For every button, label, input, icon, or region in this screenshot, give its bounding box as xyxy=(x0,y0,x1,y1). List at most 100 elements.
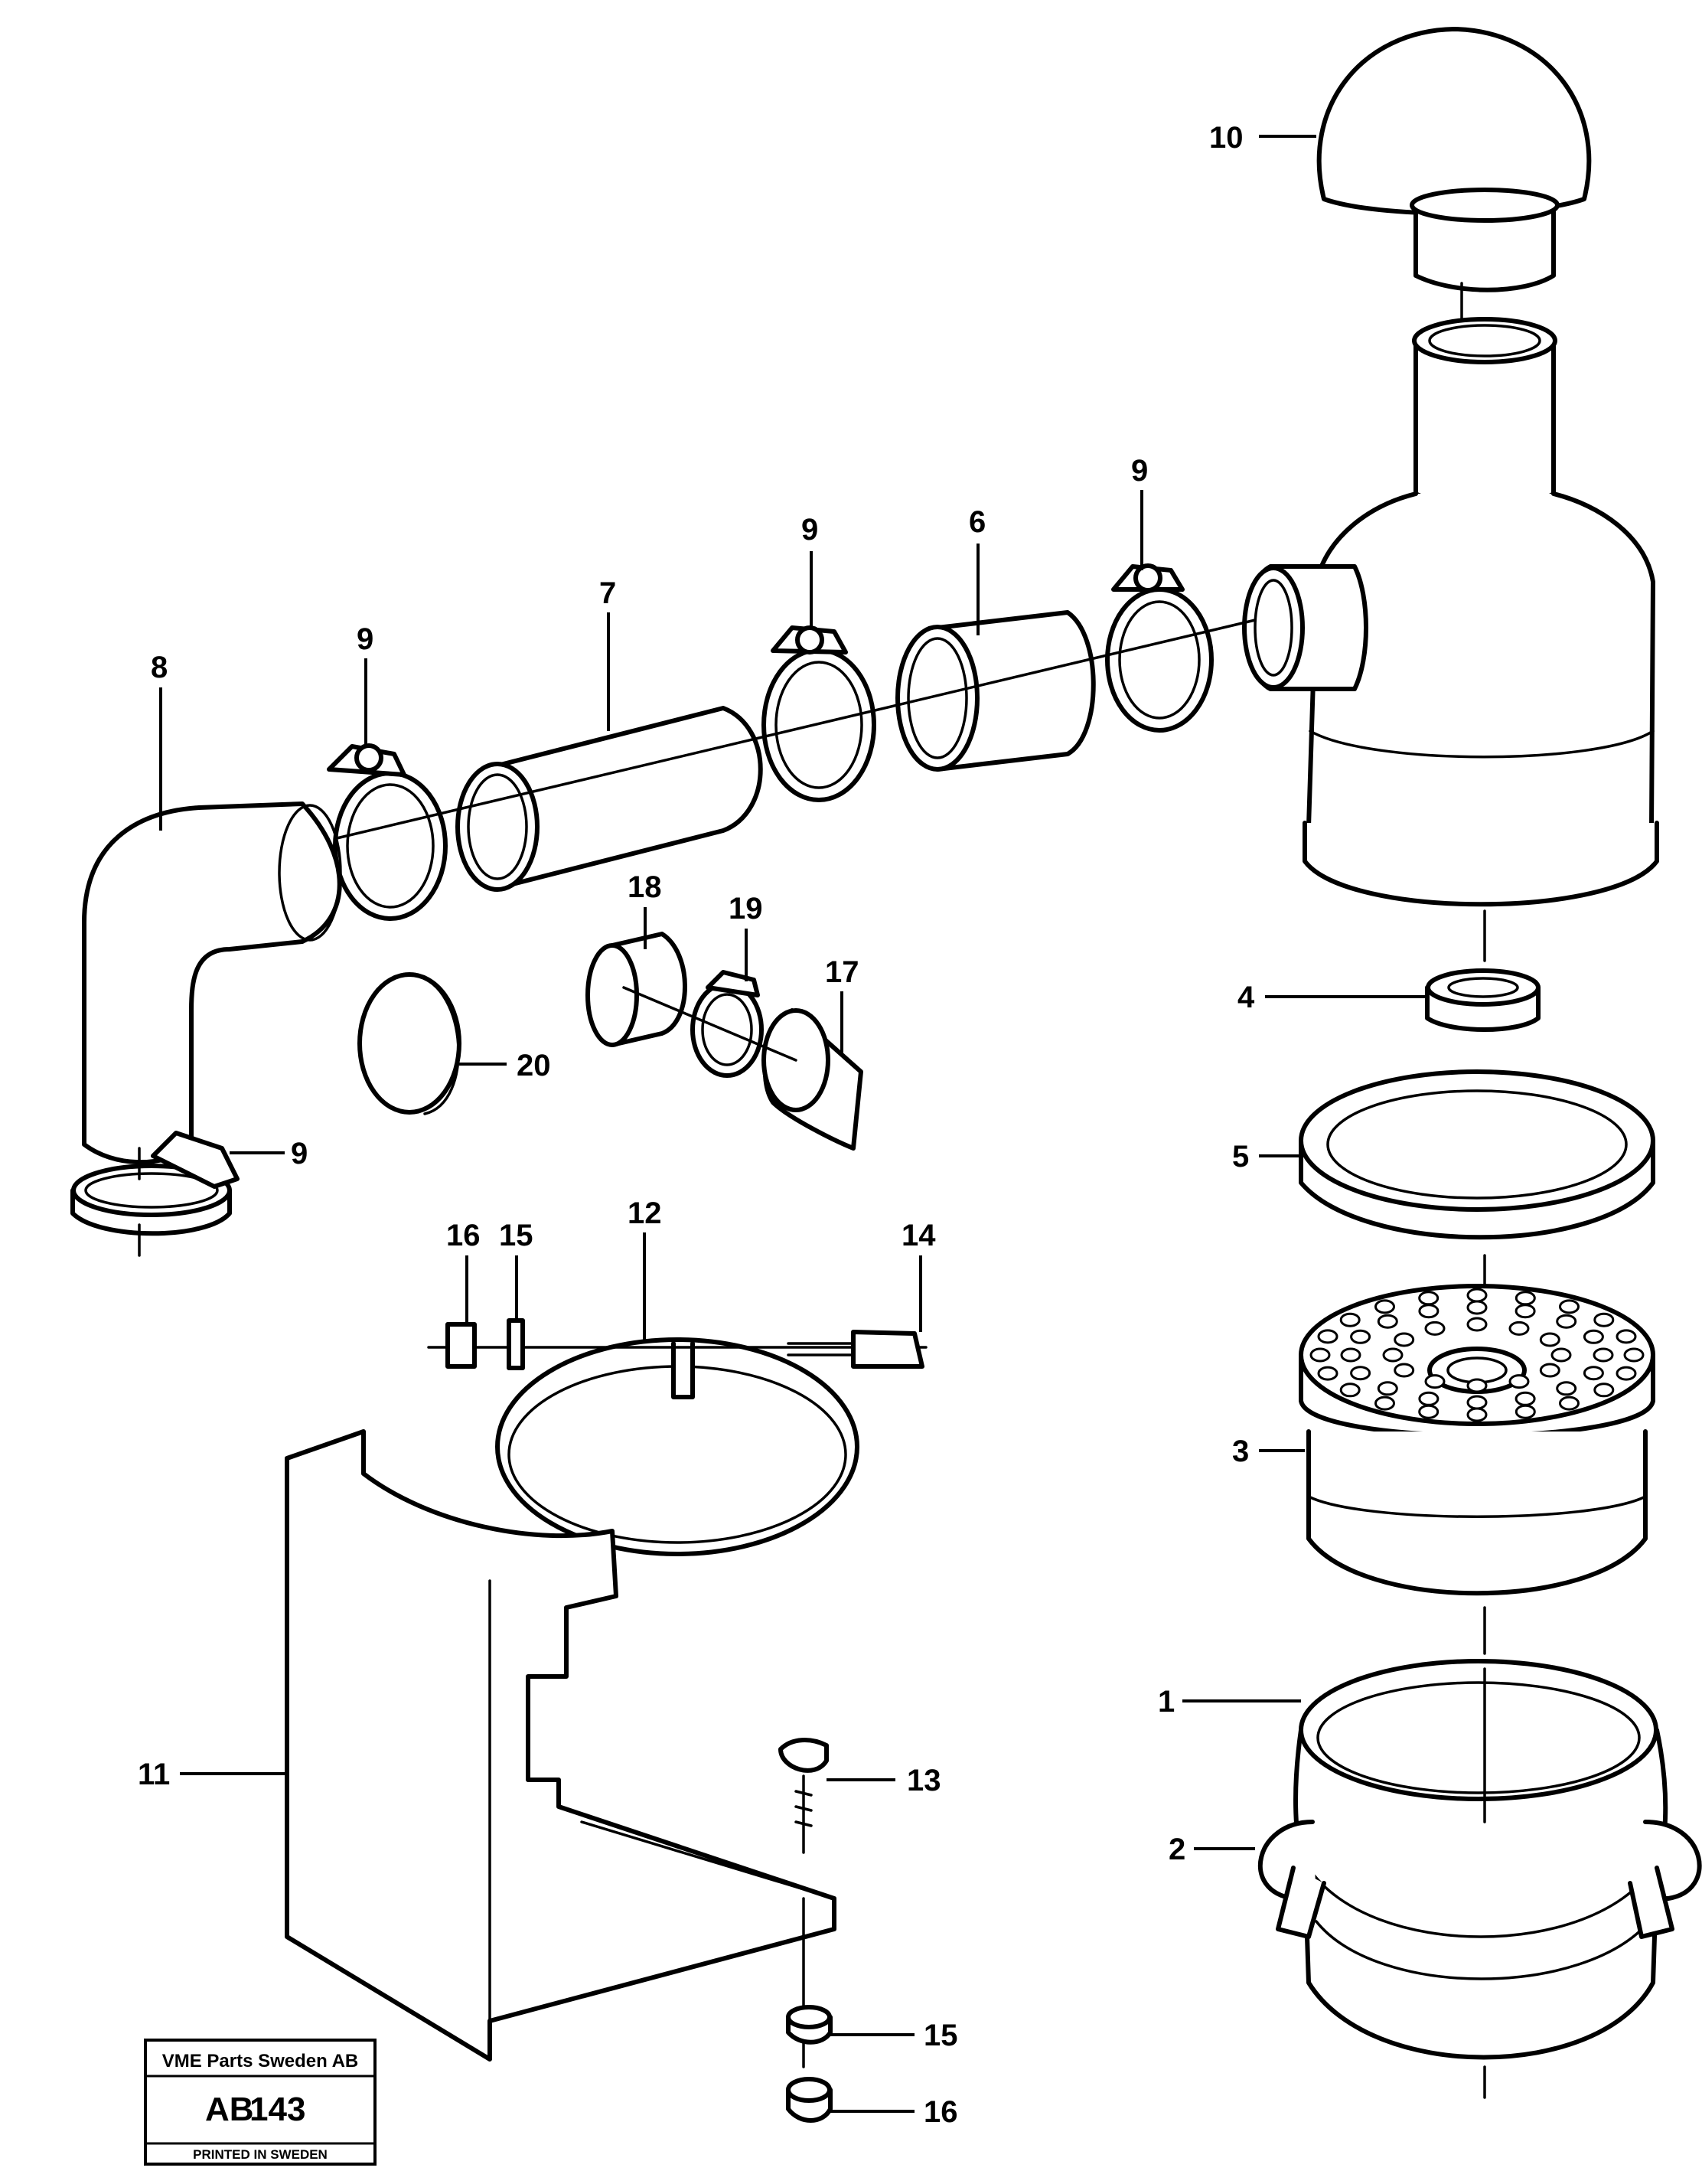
filter-hole xyxy=(1508,1374,1530,1389)
callout-14: 14 xyxy=(902,1219,936,1252)
leader-lines xyxy=(159,135,1427,2113)
filter-hole xyxy=(1309,1347,1331,1363)
callout-15-bottom: 15 xyxy=(924,2019,958,2052)
filter-hole xyxy=(1340,1347,1361,1363)
filter-hole xyxy=(1374,1396,1395,1411)
filter-hole xyxy=(1559,1299,1580,1314)
bracket-part-11 xyxy=(285,1429,836,2062)
filter-hole xyxy=(1559,1396,1580,1411)
filter-hole xyxy=(1556,1314,1577,1329)
filter-hole xyxy=(1583,1366,1604,1381)
callout-19: 19 xyxy=(729,892,763,926)
seal-ring-part-4 xyxy=(1425,968,1541,1032)
hose-part-6 xyxy=(895,610,1096,772)
filter-hole xyxy=(1418,1291,1440,1306)
filter-hole xyxy=(1508,1321,1530,1336)
callout-8: 8 xyxy=(151,651,168,684)
filter-hole xyxy=(1350,1366,1371,1381)
filter-holes xyxy=(1309,1288,1645,1422)
filter-hole xyxy=(1550,1347,1572,1363)
stamp-code-prefix: AB xyxy=(205,2091,254,2128)
filter-hole xyxy=(1515,1404,1536,1419)
filter-hole xyxy=(1418,1304,1440,1319)
filter-hole xyxy=(1466,1317,1488,1332)
hose-clamp-part-9-right xyxy=(1105,563,1214,733)
filter-hole xyxy=(1317,1329,1338,1344)
elbow-hose-part-8 xyxy=(82,801,342,1165)
filter-hole xyxy=(1583,1329,1604,1344)
stamp-footer: PRINTED IN SWEDEN xyxy=(193,2147,328,2162)
screw-part-14 xyxy=(787,1330,924,1369)
callout-11: 11 xyxy=(138,1758,170,1791)
filter-hole xyxy=(1466,1288,1488,1303)
filter-hole xyxy=(1424,1321,1446,1336)
rain-cap-part-10 xyxy=(1316,27,1592,323)
filter-hole xyxy=(1382,1347,1404,1363)
callout-18: 18 xyxy=(628,870,662,904)
band-clamp-part-12 xyxy=(427,1337,928,1556)
stamp-company: VME Parts Sweden AB xyxy=(162,2051,359,2071)
hose-clamp-part-9-bottom xyxy=(70,1131,240,1257)
filter-hole xyxy=(1418,1404,1440,1419)
washer-part-15-top xyxy=(507,1318,525,1370)
filter-hole xyxy=(1317,1366,1338,1381)
publisher-stamp: VME Parts Sweden AB AB 143 PRINTED IN SW… xyxy=(144,2039,377,2166)
hose-clamp-part-9-left xyxy=(327,619,1257,921)
callout-2: 2 xyxy=(1169,1833,1185,1866)
callout-9-middle: 9 xyxy=(801,513,818,547)
washer-part-15-bottom xyxy=(786,2005,833,2045)
gasket-part-5 xyxy=(1299,1069,1655,1288)
filter-hole xyxy=(1377,1314,1398,1329)
callout-labels: 10 9 9 6 7 9 8 9 20 18 19 17 4 5 3 1 2 1… xyxy=(138,121,1255,2129)
filter-hole xyxy=(1556,1381,1577,1396)
clamp-latch-part-2 xyxy=(1257,1820,1702,1939)
filter-hole xyxy=(1418,1391,1440,1406)
callout-3: 3 xyxy=(1232,1435,1249,1468)
filter-hole xyxy=(1616,1366,1637,1381)
filter-hole xyxy=(1339,1383,1361,1398)
callout-6: 6 xyxy=(969,505,986,539)
filter-hole xyxy=(1350,1329,1371,1344)
filter-hole xyxy=(1339,1312,1361,1327)
filter-hole xyxy=(1394,1332,1415,1347)
filter-hole xyxy=(1466,1407,1488,1422)
hose-part-17 xyxy=(622,986,863,1151)
callout-12: 12 xyxy=(628,1196,662,1230)
callout-20: 20 xyxy=(517,1049,551,1082)
cap-part-20 xyxy=(357,972,461,1115)
callout-5: 5 xyxy=(1232,1140,1249,1174)
sleeve-part-18 xyxy=(585,932,687,1047)
filter-hole xyxy=(1377,1381,1398,1396)
filter-hole xyxy=(1394,1363,1415,1378)
stamp-code-number: 143 xyxy=(249,2091,305,2128)
filter-hole xyxy=(1374,1299,1395,1314)
filter-hole xyxy=(1539,1332,1560,1347)
filter-hole xyxy=(1593,1312,1615,1327)
filter-hole xyxy=(1539,1363,1560,1378)
filter-hole xyxy=(1593,1347,1614,1363)
filter-hole xyxy=(1466,1395,1488,1410)
filter-hole xyxy=(1515,1291,1536,1306)
nut-part-16-bottom xyxy=(786,2077,833,2123)
air-cleaner-housing xyxy=(1242,317,1659,962)
callout-4: 4 xyxy=(1237,981,1255,1014)
filter-hole xyxy=(1593,1383,1615,1398)
filter-hole xyxy=(1515,1304,1536,1319)
filter-hole xyxy=(1466,1378,1488,1393)
callout-9-bottom: 9 xyxy=(291,1137,308,1170)
callout-16-bottom: 16 xyxy=(924,2095,958,2129)
oil-bath-cup-part-1 xyxy=(1293,1659,1668,2099)
nut-part-16-top xyxy=(445,1322,477,1369)
callout-9-right: 9 xyxy=(1131,454,1148,488)
callout-16-top: 16 xyxy=(446,1219,481,1252)
filter-hole xyxy=(1623,1347,1645,1363)
callout-13: 13 xyxy=(907,1764,941,1797)
callout-7: 7 xyxy=(599,576,616,610)
callout-10: 10 xyxy=(1209,121,1244,155)
filter-hole xyxy=(1616,1329,1637,1344)
callout-9-left: 9 xyxy=(357,622,373,656)
filter-hole xyxy=(1424,1374,1446,1389)
callout-17: 17 xyxy=(825,955,859,989)
filter-hole xyxy=(1466,1300,1488,1315)
